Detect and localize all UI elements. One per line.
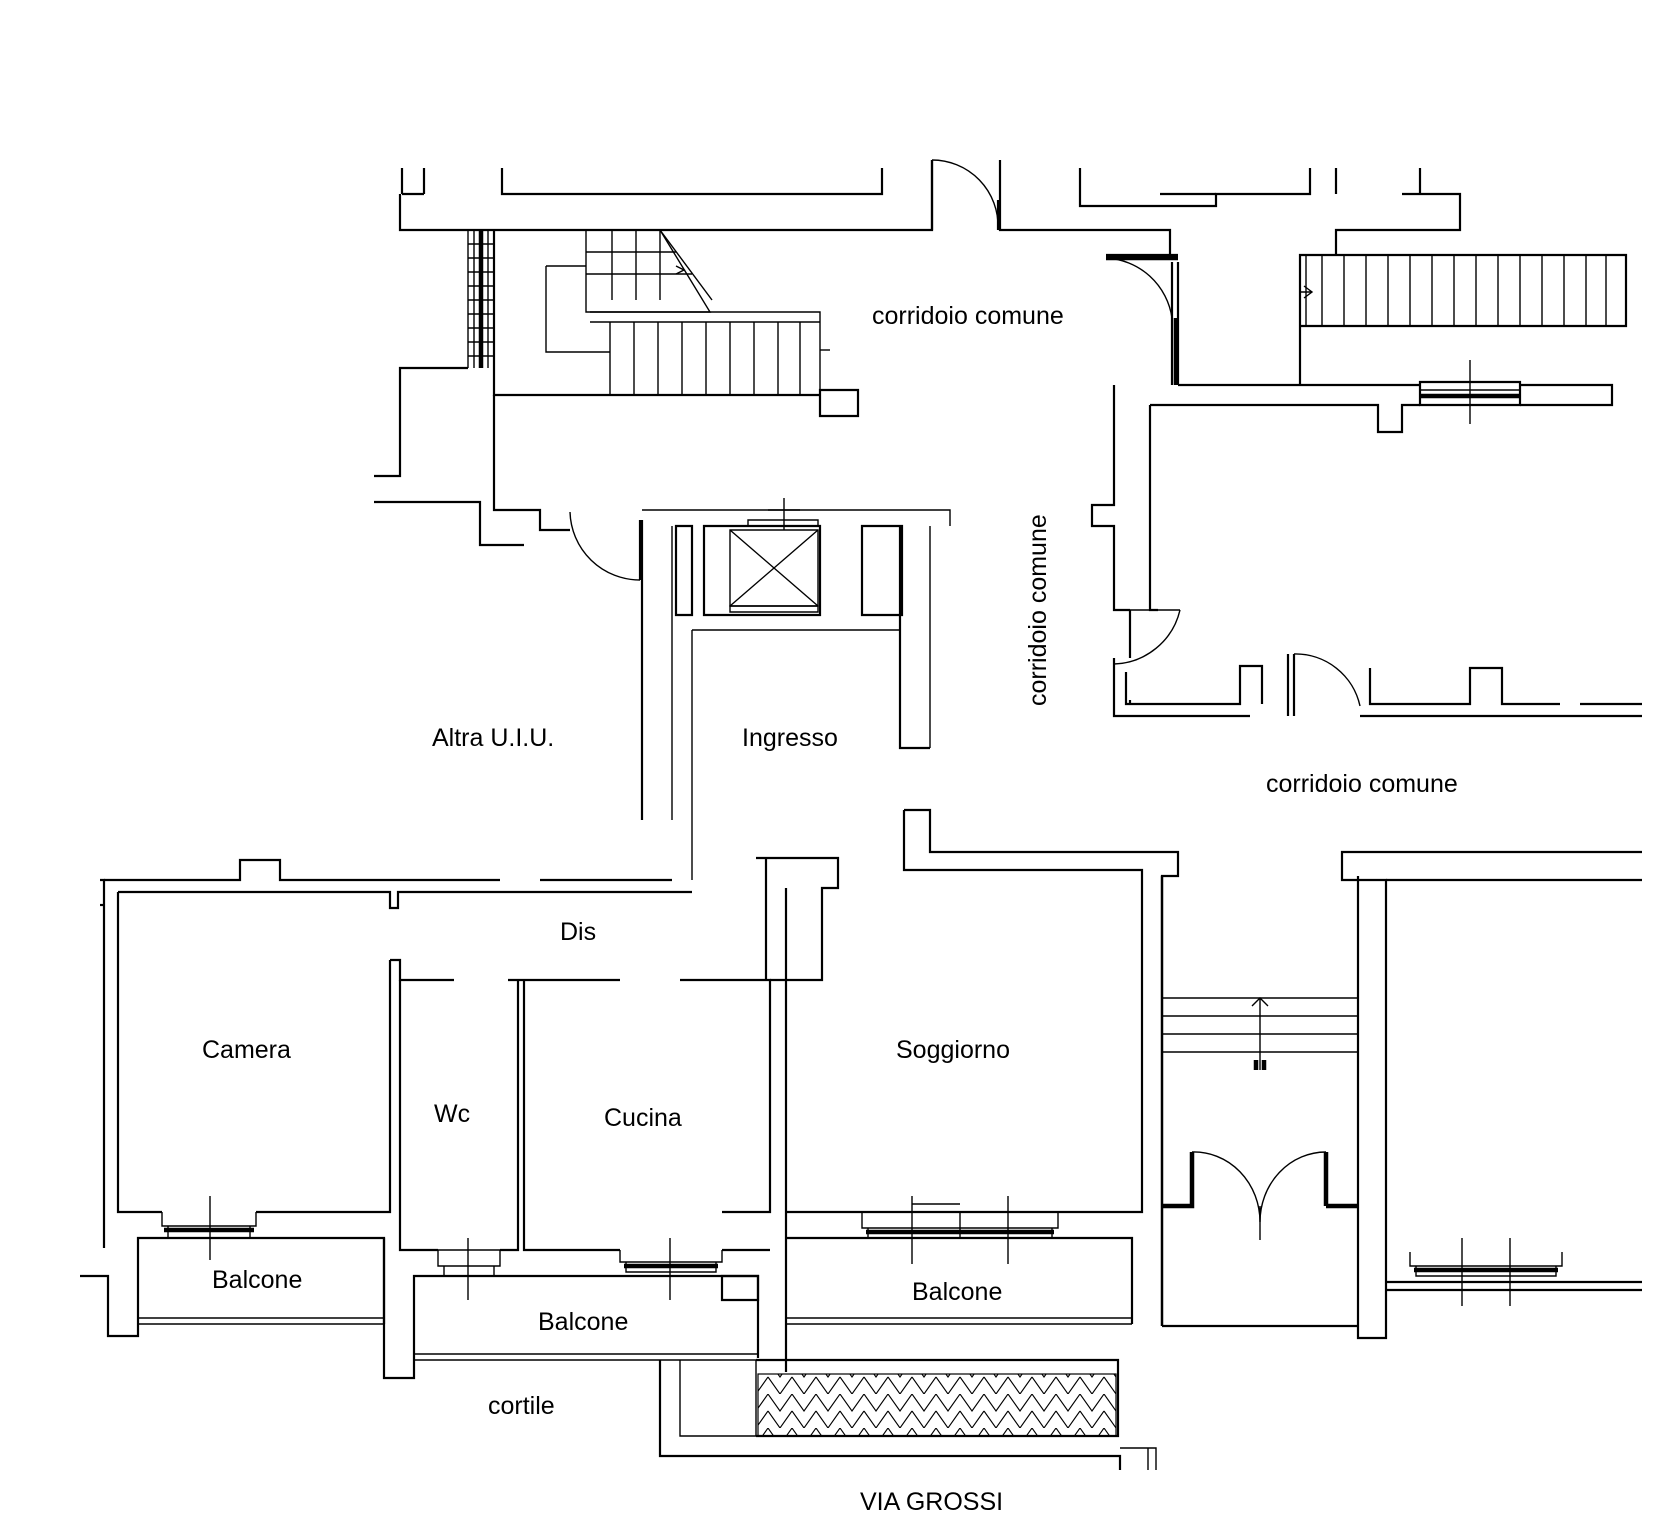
label-altra-uiu: Altra U.I.U. bbox=[432, 724, 554, 752]
label-corridoio-comune-vertical: corridoio comune bbox=[1024, 514, 1052, 706]
label-dis: Dis bbox=[560, 918, 596, 946]
label-balcone-1: Balcone bbox=[212, 1266, 302, 1294]
room-labels: corridoio comune corridoio comune corrid… bbox=[202, 302, 1458, 1516]
label-ingresso: Ingresso bbox=[742, 724, 838, 752]
top-building-walls bbox=[398, 160, 1462, 255]
elevator-block bbox=[640, 498, 951, 880]
balconies bbox=[80, 1212, 1134, 1380]
label-soggiorno: Soggiorno bbox=[896, 1036, 1010, 1064]
landing-stair bbox=[1160, 850, 1642, 1340]
label-cortile: cortile bbox=[488, 1392, 555, 1420]
top-left-walls bbox=[374, 366, 570, 547]
main-staircase bbox=[492, 229, 860, 418]
label-corridoio-comune-top: corridoio comune bbox=[872, 302, 1064, 330]
label-corridoio-comune-right: corridoio comune bbox=[1266, 770, 1458, 798]
label-wc: Wc bbox=[434, 1100, 470, 1128]
entry-door-top bbox=[930, 159, 1000, 230]
door-altra-uiu bbox=[569, 511, 642, 581]
windows bbox=[161, 1196, 1563, 1306]
apartment-outer-walls bbox=[100, 808, 1180, 1326]
interior-walls bbox=[256, 958, 772, 1252]
stair-left-handrail bbox=[467, 230, 495, 368]
street-boundary bbox=[658, 1358, 1157, 1470]
label-via-grossi: VIA GROSSI bbox=[860, 1488, 1003, 1516]
label-balcone-2: Balcone bbox=[538, 1308, 628, 1336]
door-corridor-lower bbox=[1112, 609, 1642, 718]
double-door bbox=[1162, 1151, 1358, 1240]
right-staircase bbox=[1298, 253, 1628, 385]
corridor-vertical-walls bbox=[1090, 253, 1614, 612]
label-camera: Camera bbox=[202, 1036, 291, 1064]
label-cucina: Cucina bbox=[604, 1104, 682, 1132]
label-balcone-3: Balcone bbox=[912, 1278, 1002, 1306]
